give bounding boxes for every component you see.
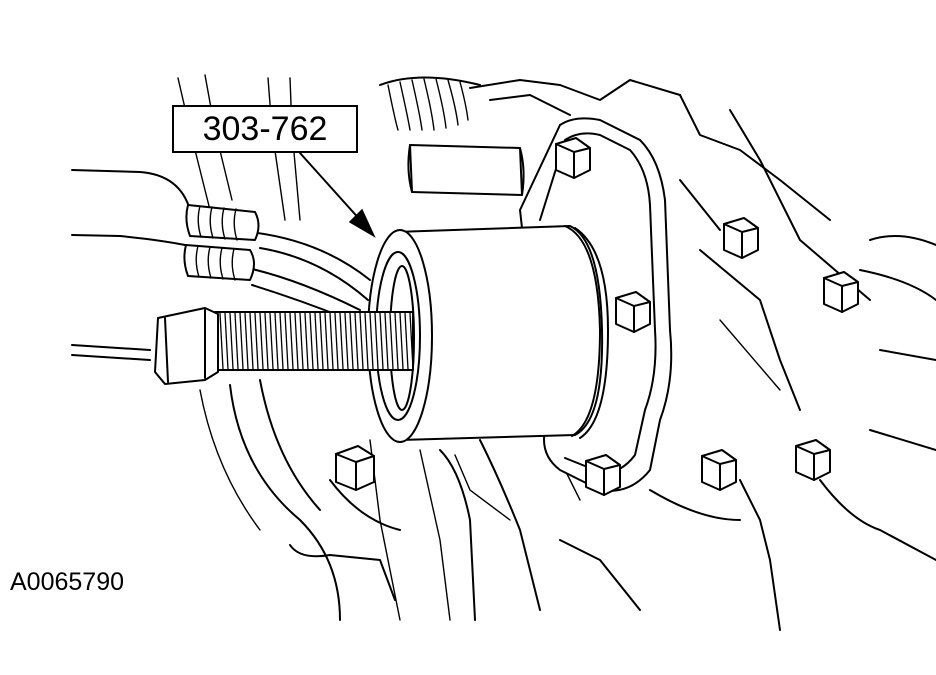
- thread-line: [284, 312, 289, 370]
- thread-line: [274, 312, 279, 370]
- thread-line: [224, 312, 229, 370]
- thread-line: [249, 312, 254, 370]
- thread-line: [269, 312, 274, 370]
- thread-line: [239, 312, 244, 370]
- thread-line: [409, 312, 414, 370]
- thread-line: [379, 312, 384, 370]
- thread-line: [329, 312, 334, 370]
- thread-line: [349, 312, 354, 370]
- thread-line: [399, 312, 404, 370]
- tool-number-callout: 303-762: [172, 105, 358, 153]
- forcing-screw-icon: [154, 307, 414, 385]
- thread-line: [319, 312, 324, 370]
- thread-line: [354, 312, 359, 370]
- thread-line: [324, 312, 329, 370]
- hose-fittings: [183, 204, 260, 281]
- thread-line: [394, 312, 399, 370]
- hex-bolt-icon: [723, 217, 759, 259]
- thread-line: [334, 312, 339, 370]
- hex-bolt-icon: [701, 449, 737, 491]
- thread-line: [389, 312, 394, 370]
- thread-line: [254, 312, 259, 370]
- thread-line: [304, 312, 309, 370]
- hex-bolt-icon: [795, 439, 831, 481]
- thread-line: [364, 312, 369, 370]
- hex-bolt-icon: [615, 291, 651, 333]
- thread-line: [314, 312, 319, 370]
- thread-line: [264, 312, 269, 370]
- thread-line: [309, 312, 314, 370]
- thread-line: [374, 312, 379, 370]
- thread-line: [244, 312, 249, 370]
- thread-line: [299, 312, 304, 370]
- thread-line: [289, 312, 294, 370]
- thread-line: [259, 312, 264, 370]
- thread-line: [219, 312, 224, 370]
- thread-line: [344, 312, 349, 370]
- figure-id-label: A0065790: [10, 568, 125, 596]
- hex-bolt-icon: [335, 445, 375, 491]
- thread-line: [339, 312, 344, 370]
- hex-bolt-icon: [823, 271, 859, 313]
- hex-bolt-icon: [555, 137, 591, 179]
- thread-line: [384, 312, 389, 370]
- hex-bolts: [335, 137, 859, 496]
- thread-line: [294, 312, 299, 370]
- thread-line: [369, 312, 374, 370]
- thread-line: [229, 312, 234, 370]
- thread-line: [234, 312, 239, 370]
- thread-line: [404, 312, 409, 370]
- hex-bolt-icon: [585, 454, 621, 496]
- thread-line: [359, 312, 364, 370]
- thread-line: [279, 312, 284, 370]
- callout-arrow-icon: [299, 152, 376, 238]
- tool-number-label: 303-762: [202, 109, 328, 148]
